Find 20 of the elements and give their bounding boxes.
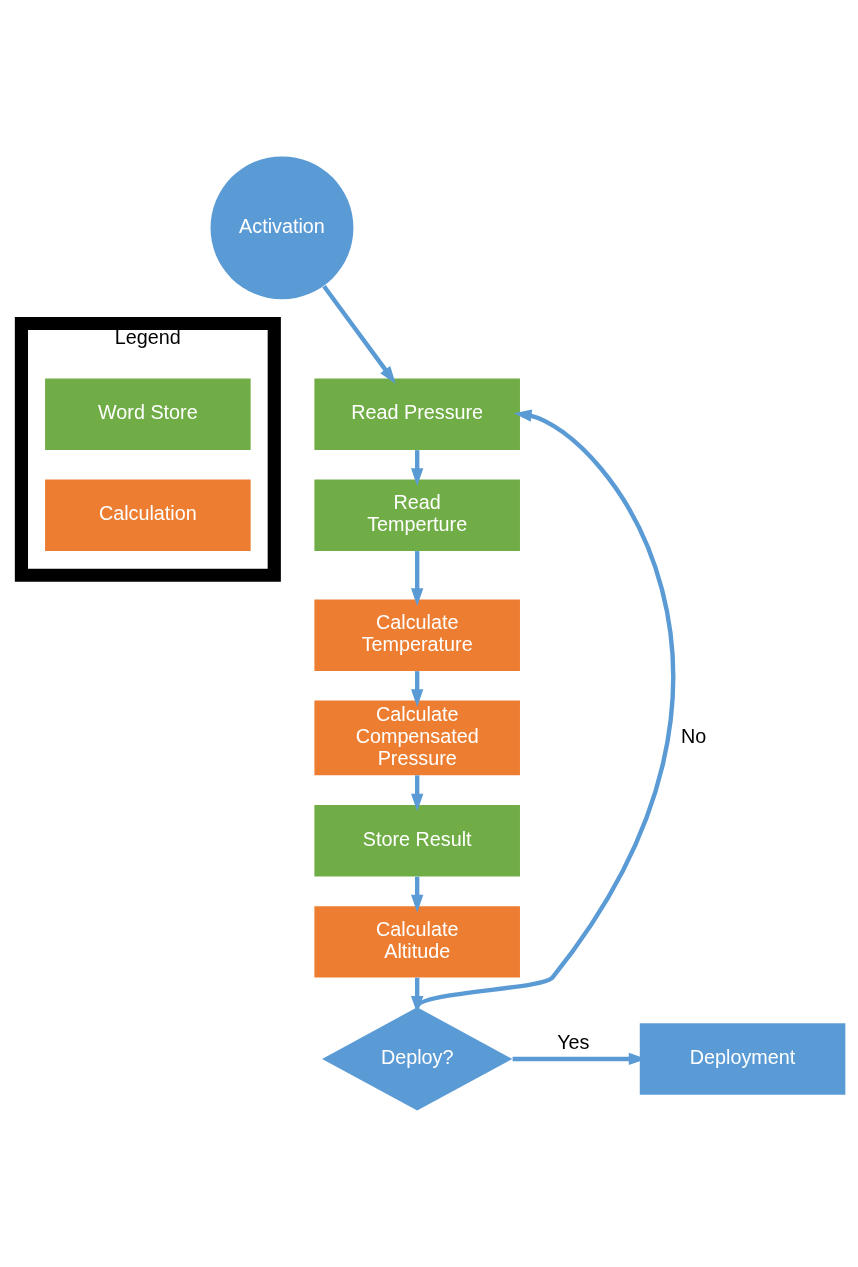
node-box: Read Pressure: [314, 378, 520, 450]
node-box: Word Store: [45, 378, 251, 450]
arrow: [411, 450, 424, 486]
node-box: Calculate Compensated Pressure: [314, 700, 520, 776]
arrow: [415, 409, 675, 1009]
arrow: [411, 775, 424, 812]
arrow: [411, 876, 424, 913]
node-box: Calculation: [45, 479, 251, 552]
node-box: Store Result: [314, 805, 520, 877]
arrow: [411, 551, 424, 606]
arrow: [411, 671, 424, 707]
node-box: Read Temperture: [314, 479, 520, 552]
arrow: [322, 284, 396, 384]
node-box: Deployment: [639, 1023, 846, 1095]
edge-label: Yes: [557, 1031, 590, 1054]
node-box: Calculate Temperature: [314, 599, 520, 671]
node-circle: Activation: [210, 156, 354, 300]
node-diamond: Deploy?: [322, 1007, 513, 1111]
edge-label: No: [681, 724, 707, 747]
node-box: Calculate Altitude: [314, 906, 520, 978]
